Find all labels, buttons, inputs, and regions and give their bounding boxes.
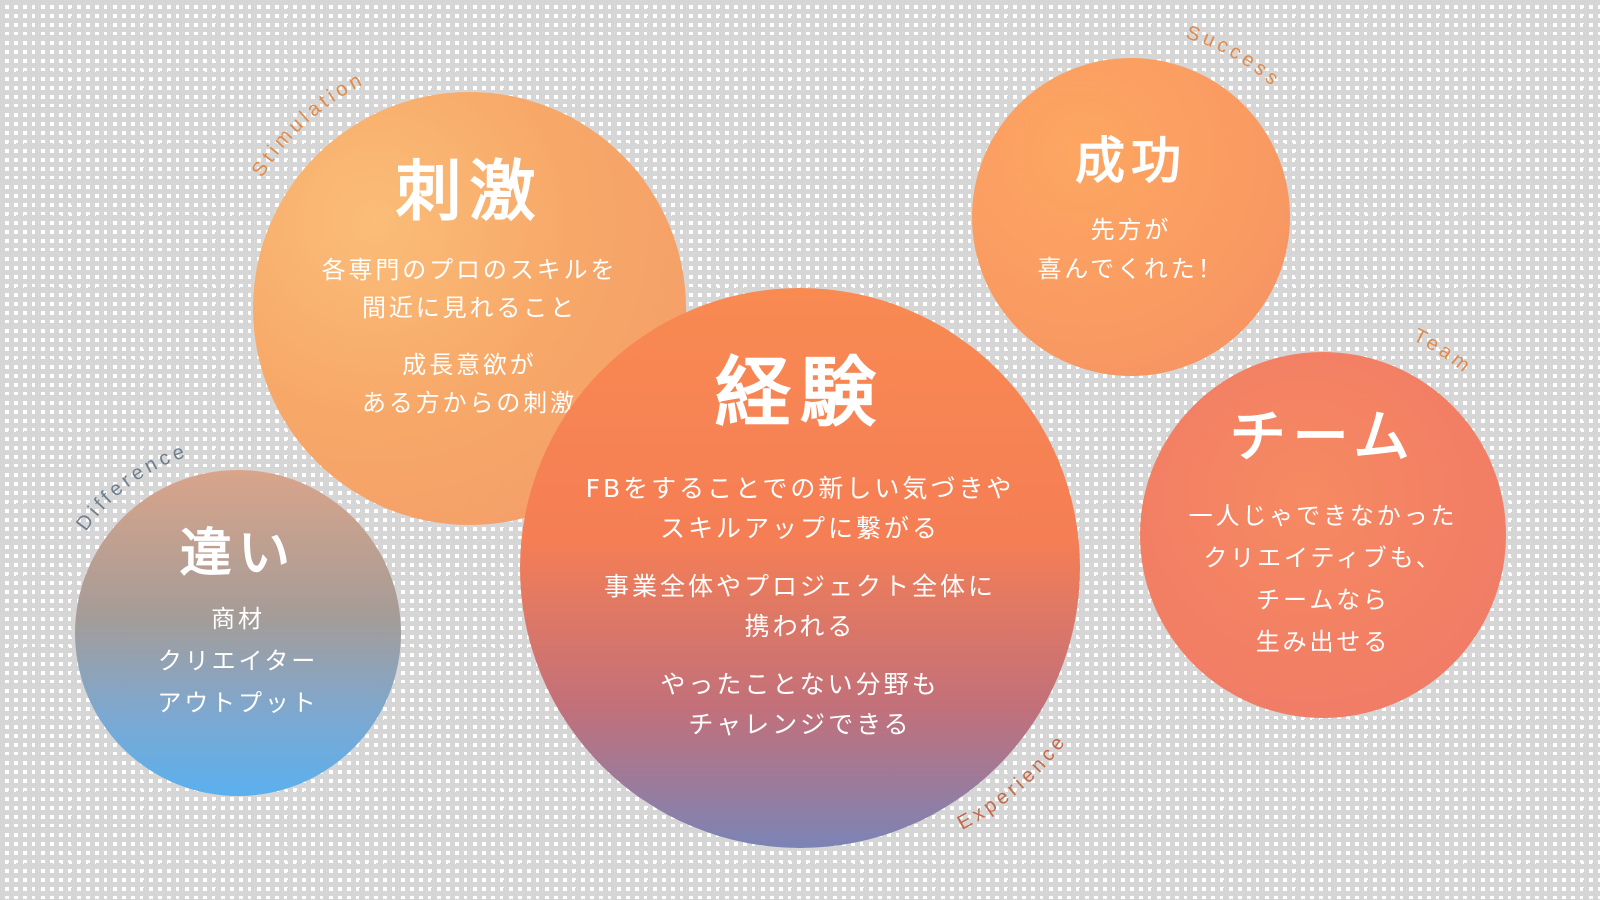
difference-circle: 違い 商材 クリエイター アウトプット <box>75 470 401 796</box>
text-line: クリエイター <box>157 646 319 675</box>
text-line: アウトプット <box>157 688 319 717</box>
text-line: チームなら <box>1256 585 1390 614</box>
text-line: 一人じゃできなかった <box>1188 501 1458 530</box>
stimulation-title: 刺激 <box>395 153 544 231</box>
text-line: クリエイティブも、 <box>1203 543 1443 572</box>
success-paragraph: 先方が 喜んでくれた！ <box>1038 211 1225 288</box>
text-line: スキルアップに繋がる <box>659 513 940 543</box>
experience-circle: 経験 FBをすることでの新しい気づきや スキルアップに繋がる 事業全体やプロジェ… <box>520 288 1080 848</box>
text-line: 生み出せる <box>1255 627 1391 656</box>
team-paragraph: 一人じゃできなかった クリエイティブも、 チームなら 生み出せる <box>1189 495 1458 663</box>
text-line: 成長意欲が <box>402 350 537 379</box>
success-circle: 成功 先方が 喜んでくれた！ <box>972 58 1290 376</box>
difference-paragraph: 商材 クリエイター アウトプット <box>157 598 318 724</box>
stimulation-paragraph: 各専門のプロのスキルを 間近に見れること <box>322 251 618 328</box>
text-line: チャレンジできる <box>688 709 912 739</box>
stimulation-circle: 刺激 各専門のプロのスキルを 間近に見れること 成長意欲が ある方からの刺激 <box>253 92 686 525</box>
text-line: 事業全体やプロジェクト全体に <box>603 571 996 601</box>
text-line: 間近に見れること <box>361 294 578 323</box>
text-line: 携われる <box>744 611 856 641</box>
text-line: 各専門のプロのスキルを <box>321 256 618 285</box>
text-line: 喜んでくれた！ <box>1037 254 1225 283</box>
text-line: 先方が <box>1090 216 1172 245</box>
experience-paragraph: FBをすることでの新しい気づきや スキルアップに繋がる <box>586 469 1015 549</box>
difference-title: 違い <box>179 524 297 585</box>
text-line: ある方からの刺激 <box>361 389 578 418</box>
stimulation-paragraph: 成長意欲が ある方からの刺激 <box>362 346 577 423</box>
text-line: 商材 <box>211 604 265 633</box>
experience-title: 経験 <box>714 348 886 438</box>
text-line: FBをすることでの新しい気づきや <box>585 473 1015 503</box>
text-line: やったことない分野も <box>660 669 940 699</box>
team-title: チーム <box>1229 405 1417 471</box>
success-title: 成功 <box>1075 132 1187 191</box>
team-circle: チーム 一人じゃできなかった クリエイティブも、 チームなら 生み出せる <box>1140 352 1506 718</box>
experience-paragraph: やったことない分野も チャレンジできる <box>660 665 939 745</box>
experience-paragraph: 事業全体やプロジェクト全体に 携われる <box>604 567 996 647</box>
